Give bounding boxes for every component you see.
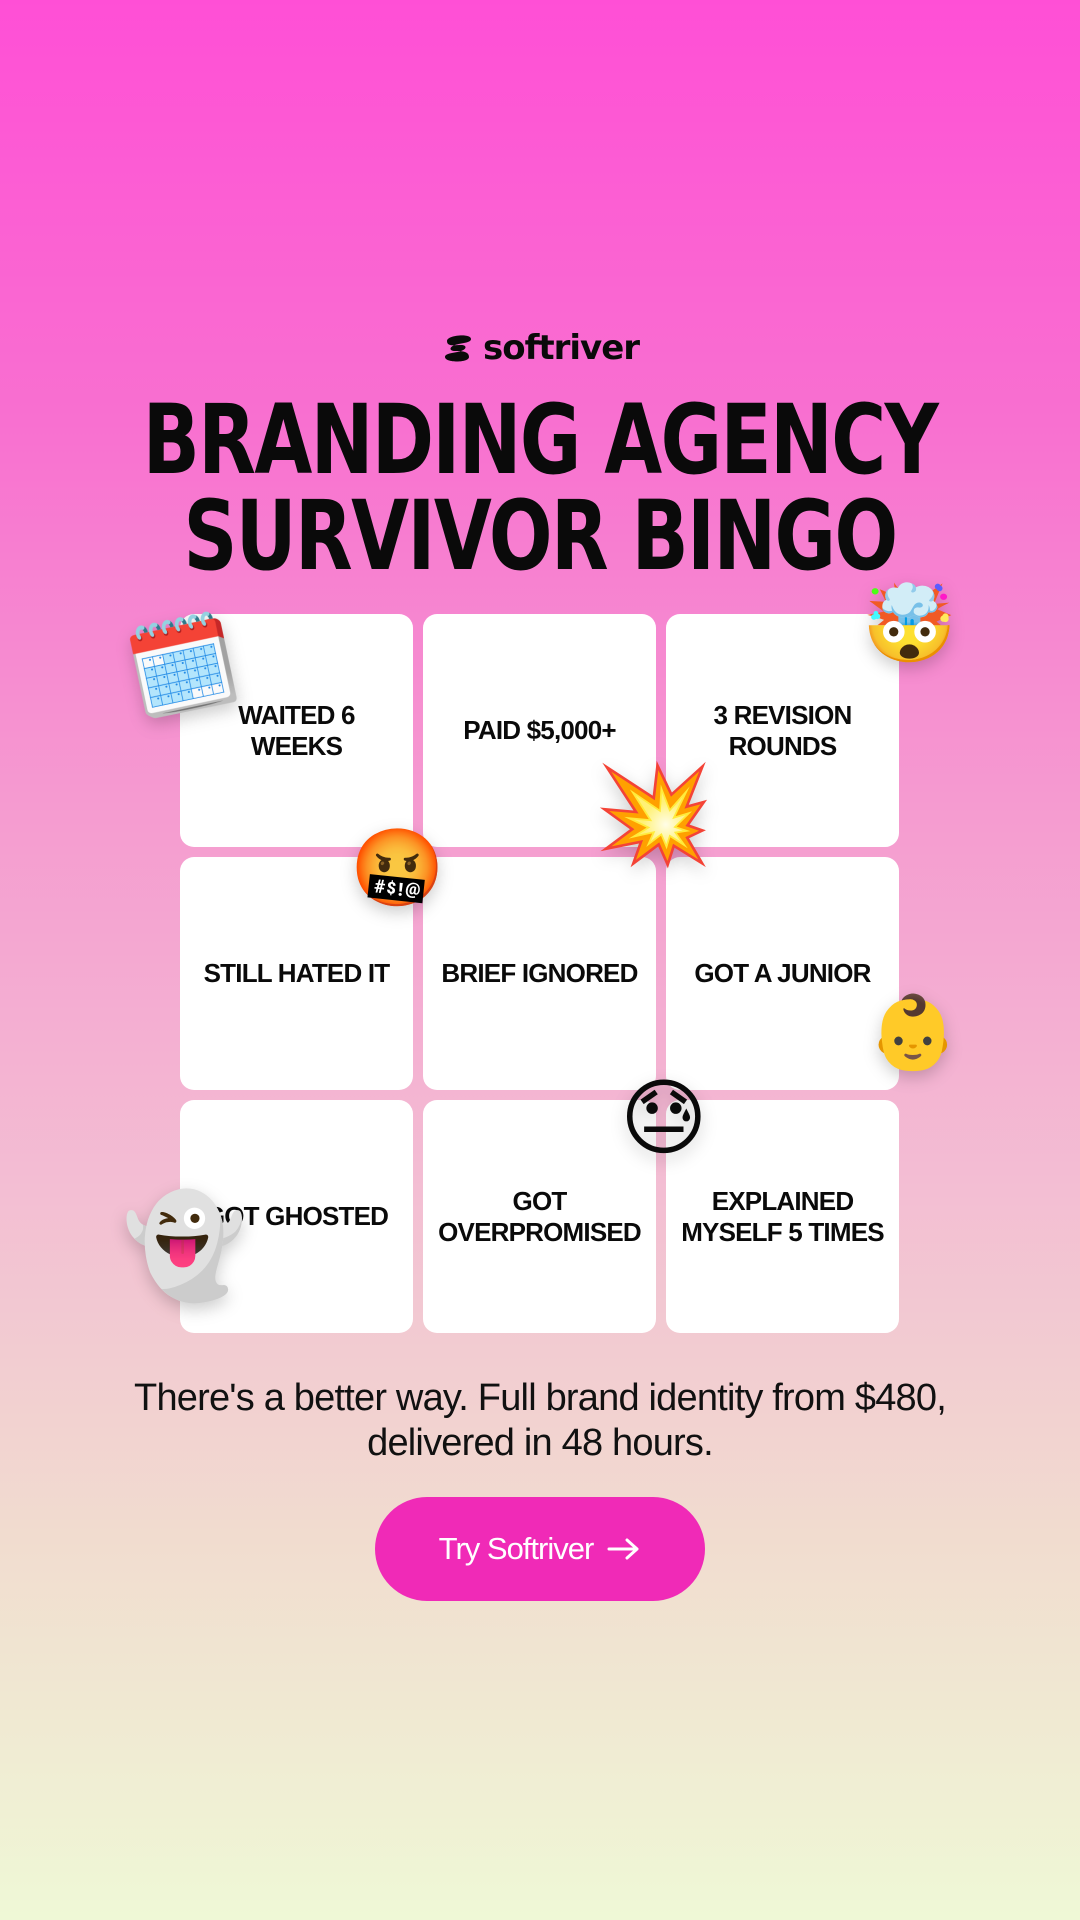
bingo-cell-ghosted: GOT GHOSTED <box>180 1100 413 1333</box>
brand-name: softriver <box>482 328 640 368</box>
bingo-cell-explained: EXPLAINED MYSELF 5 TIMES <box>666 1100 899 1333</box>
bingo-cell-hated: STILL HATED IT <box>180 857 413 1090</box>
bingo-cell-overpromised: GOT OVERPROMISED <box>423 1100 656 1333</box>
bingo-grid: WAITED 6 WEEKS PAID $5,000+ 3 REVISION R… <box>180 614 900 1334</box>
bingo-cell-brief: BRIEF IGNORED <box>423 857 656 1090</box>
collision-icon: 💥 <box>594 758 714 870</box>
title-line-1: BRANDING AGENCY <box>142 384 939 496</box>
page-title: BRANDING AGENCY SURVIVOR BINGO <box>119 392 961 584</box>
bingo-cell-paid: PAID $5,000+ <box>423 614 656 847</box>
bingo-cell-junior: GOT A JUNIOR <box>666 857 899 1090</box>
downcast-sweat-face-icon: 😓 <box>620 1069 708 1167</box>
baby-icon: 👶 <box>868 990 958 1074</box>
try-softriver-button-label: Try Softriver <box>438 1531 595 1566</box>
softriver-logo-icon <box>444 335 471 362</box>
cursing-face-icon: 🤬 <box>350 823 445 912</box>
ghost-icon: 👻 <box>122 1187 247 1304</box>
exploding-head-icon: 🤯 <box>862 579 957 668</box>
title-line-2: SURVIVOR BINGO <box>183 480 898 592</box>
bingo-cell-waited: WAITED 6 WEEKS <box>180 614 413 847</box>
try-softriver-button[interactable]: Try Softriver <box>375 1497 705 1601</box>
brand-logo: softriver <box>0 328 1080 368</box>
cta-description: There's a better way. Full brand identit… <box>134 1377 947 1464</box>
arrow-right-icon <box>607 1538 639 1560</box>
bingo-cell-revisions: 3 REVISION ROUNDS <box>666 614 899 847</box>
calendar-icon: 🗓️ <box>118 603 247 728</box>
